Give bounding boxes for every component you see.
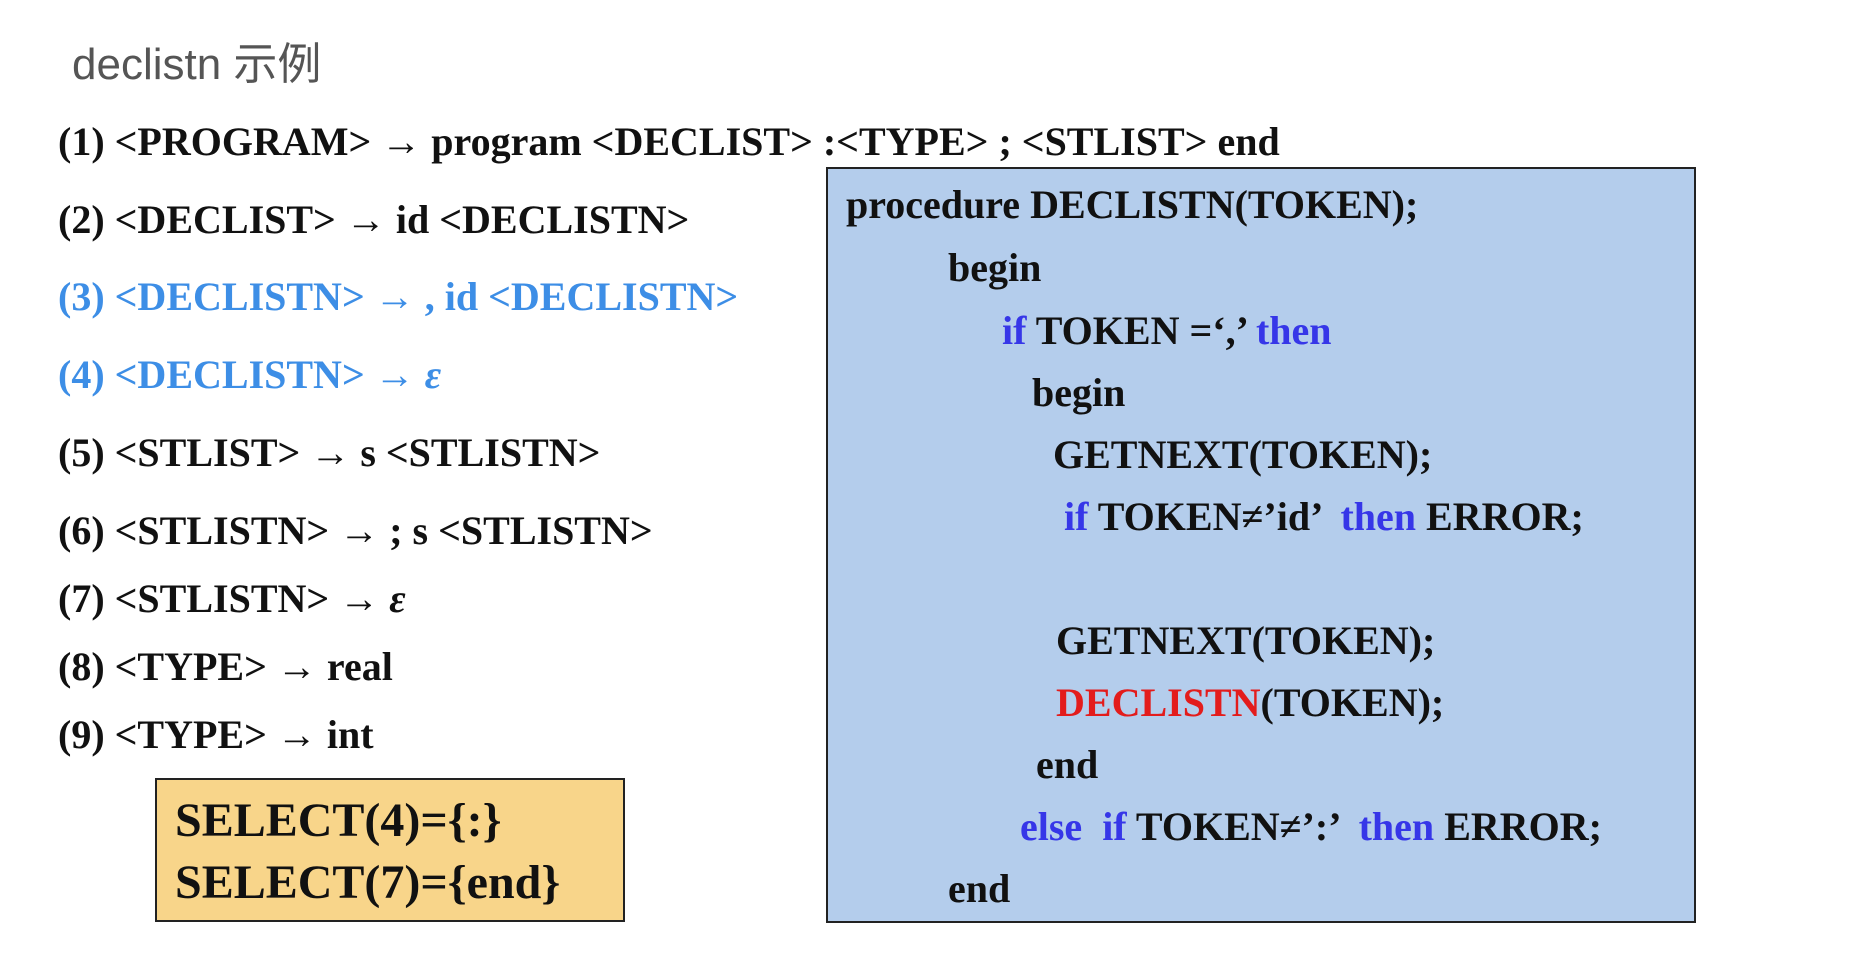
rule-1: (1) <PROGRAM> → program <DECLIST> :<TYPE…	[58, 118, 1280, 165]
rule-number: (6)	[58, 508, 105, 553]
code-line-1: procedure DECLISTN(TOKEN);	[846, 182, 1419, 227]
code-line-6: if TOKEN≠’id’ then ERROR;	[1064, 493, 1584, 540]
code-text: TOKEN≠’id’	[1088, 494, 1341, 539]
rule-number: (8)	[58, 644, 105, 689]
code-line-4: begin	[1032, 370, 1126, 415]
rule-6: (6) <STLISTN> → ; s <STLISTN>	[58, 507, 653, 554]
rule-number: (7)	[58, 576, 105, 621]
rule-text: <DECLISTN> →	[114, 352, 415, 397]
rule-text: <STLIST> → s <STLISTN>	[114, 430, 601, 475]
rule-7: (7) <STLISTN> → ε	[58, 575, 406, 622]
rule-text: <DECLIST> → id <DECLISTN>	[114, 197, 690, 242]
keyword-if: if	[1002, 308, 1027, 353]
procedure-code-box: procedure DECLISTN(TOKEN); begin if TOKE…	[826, 167, 1696, 923]
rule-2: (2) <DECLIST> → id <DECLISTN>	[58, 196, 689, 243]
keyword-then: then	[1340, 494, 1417, 539]
rule-9: (9) <TYPE> → int	[58, 711, 374, 758]
code-line-8: DECLISTN(TOKEN);	[1056, 679, 1444, 726]
rule-number: (3)	[58, 274, 105, 319]
epsilon-symbol: ε	[424, 352, 442, 397]
code-line-10: else if TOKEN≠’:’ then ERROR;	[1020, 803, 1602, 850]
rule-number: (1)	[58, 119, 105, 164]
code-line-11: end	[948, 866, 1011, 911]
rule-number: (4)	[58, 352, 105, 397]
rule-text: <PROGRAM> → program <DECLIST> :<TYPE> ; …	[114, 119, 1280, 164]
rule-number: (2)	[58, 197, 105, 242]
rule-3: (3) <DECLISTN> → , id <DECLISTN>	[58, 273, 738, 320]
keyword-then: then	[1255, 308, 1332, 353]
rule-text: <STLISTN> →	[114, 576, 380, 621]
slide-title: declistn 示例	[72, 40, 322, 89]
code-line-2: begin	[948, 245, 1042, 290]
select-line: SELECT(7)={end}	[175, 856, 561, 909]
rule-4: (4) <DECLISTN> → ε	[58, 351, 441, 398]
code-line-5: GETNEXT(TOKEN);	[1053, 432, 1433, 477]
rule-number: (5)	[58, 430, 105, 475]
code-text: TOKEN≠’:’	[1126, 804, 1359, 849]
rule-text: <STLISTN> → ; s <STLISTN>	[114, 508, 653, 553]
code-line-9: end	[1036, 742, 1099, 787]
code-text: ERROR;	[1416, 494, 1584, 539]
epsilon-symbol: ε	[389, 576, 406, 621]
rule-8: (8) <TYPE> → real	[58, 643, 393, 690]
rule-5: (5) <STLIST> → s <STLISTN>	[58, 429, 600, 476]
keyword-if: if	[1064, 494, 1089, 539]
select-line: SELECT(4)={:}	[175, 794, 502, 847]
rule-number: (9)	[58, 712, 105, 757]
keyword-then: then	[1358, 804, 1435, 849]
code-text: ERROR;	[1434, 804, 1602, 849]
rule-text: <TYPE> → real	[114, 644, 393, 689]
keyword-else-if: else if	[1020, 804, 1127, 849]
rule-text: <DECLISTN> → , id <DECLISTN>	[114, 274, 739, 319]
code-line-3: if TOKEN =‘,’ then	[1002, 307, 1332, 354]
select-set-box: SELECT(4)={:} SELECT(7)={end}	[155, 778, 625, 922]
code-text: (TOKEN);	[1260, 680, 1445, 725]
rule-text: <TYPE> → int	[114, 712, 374, 757]
code-line-7: GETNEXT(TOKEN);	[1056, 618, 1436, 663]
code-text: TOKEN =‘,’	[1026, 308, 1256, 353]
recursive-call: DECLISTN	[1056, 680, 1261, 725]
